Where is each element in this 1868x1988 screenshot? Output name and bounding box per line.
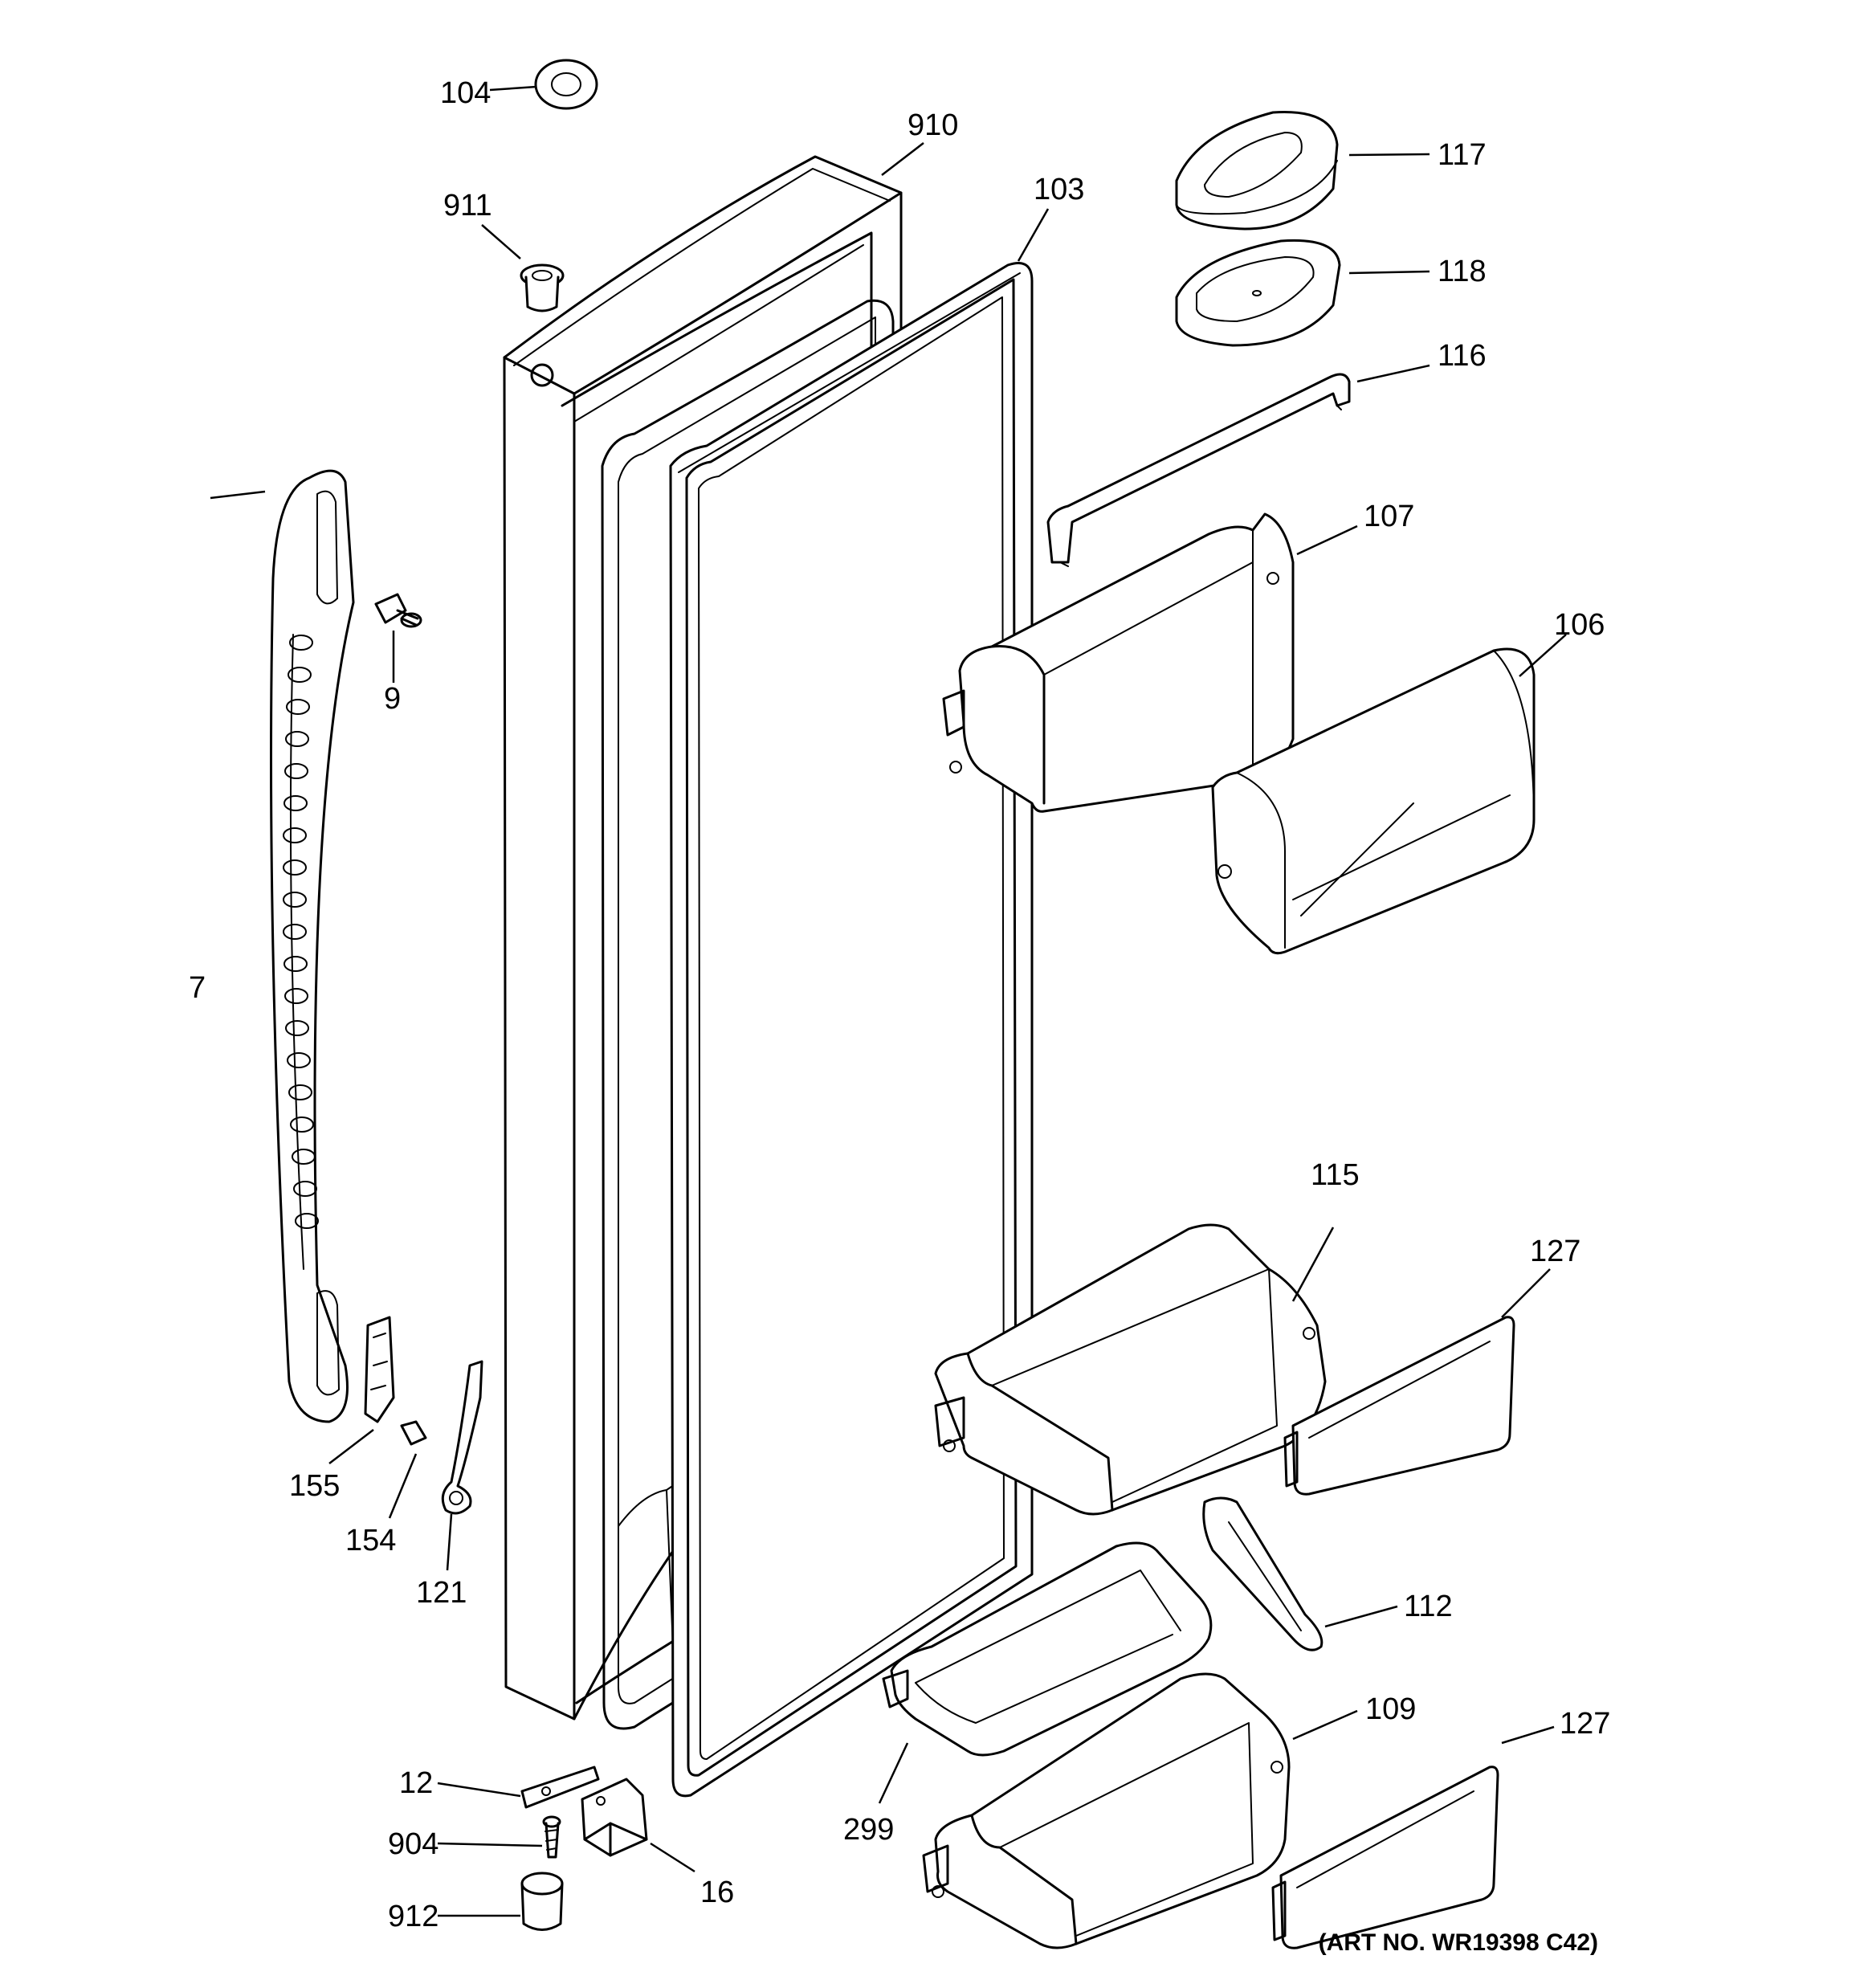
callout-109: 109: [1365, 1692, 1416, 1726]
leader-lines: [210, 85, 1567, 1917]
part-16-hinge: [581, 1778, 648, 1857]
callout-299: 299: [843, 1813, 894, 1847]
part-107-door-bin: [942, 512, 1295, 813]
callout-9: 9: [384, 682, 401, 716]
part-117-dairy-cover: [1175, 111, 1339, 231]
callout-112: 112: [1404, 1590, 1453, 1623]
callout-12: 12: [399, 1766, 433, 1800]
callout-103: 103: [1034, 173, 1084, 206]
callout-116: 116: [1438, 339, 1487, 373]
callout-16: 16: [700, 1876, 734, 1909]
part-118-dairy-bin: [1175, 239, 1341, 347]
callout-labels: 104 910 911 103 117 118 116 107 106 9 7 …: [189, 76, 1610, 1933]
callout-121: 121: [416, 1576, 467, 1610]
callout-155: 155: [289, 1469, 340, 1503]
callout-127-lower: 127: [1560, 1707, 1610, 1741]
part-116-bin-rail: [1046, 373, 1351, 567]
callout-904: 904: [388, 1827, 438, 1861]
callout-117: 117: [1438, 138, 1487, 172]
part-155-handle-bracket: [364, 1316, 395, 1423]
part-299-small-door-bin: [882, 1541, 1213, 1757]
callout-910: 910: [907, 108, 958, 142]
callout-911: 911: [443, 189, 492, 222]
part-127-upper-bin-front: [1283, 1316, 1515, 1496]
part-106-bin-front: [1211, 647, 1536, 955]
callout-107: 107: [1364, 500, 1414, 533]
callout-115: 115: [1311, 1158, 1360, 1192]
callout-127-upper: 127: [1530, 1235, 1580, 1268]
part-154-screw: [400, 1420, 427, 1446]
callout-154: 154: [345, 1524, 396, 1557]
part-103-door-gasket: [669, 262, 1034, 1798]
part-109-door-bin: [922, 1672, 1291, 1949]
callout-7: 7: [189, 971, 206, 1005]
callout-106: 106: [1554, 608, 1605, 642]
part-115-door-bin: [934, 1223, 1327, 1516]
handle-grip-ovals: [283, 635, 319, 1229]
part-911-bushing: [520, 263, 565, 312]
callout-118: 118: [1438, 255, 1487, 288]
part-112-bin-end-cap: [1202, 1496, 1324, 1651]
art-number: (ART NO. WR19398 C42): [1319, 1929, 1598, 1956]
callout-104: 104: [440, 76, 491, 110]
part-127-lower-bin-front: [1271, 1766, 1499, 1949]
part-104-grommet: [534, 59, 598, 110]
callout-912: 912: [388, 1900, 438, 1933]
part-121-door-stop: [441, 1360, 483, 1515]
part-904-screw: [542, 1815, 561, 1859]
part-9-screw: [374, 593, 422, 628]
part-12-hinge-plate: [520, 1766, 600, 1809]
part-912-bushing: [520, 1872, 564, 1931]
part-7-handle: [270, 469, 355, 1423]
